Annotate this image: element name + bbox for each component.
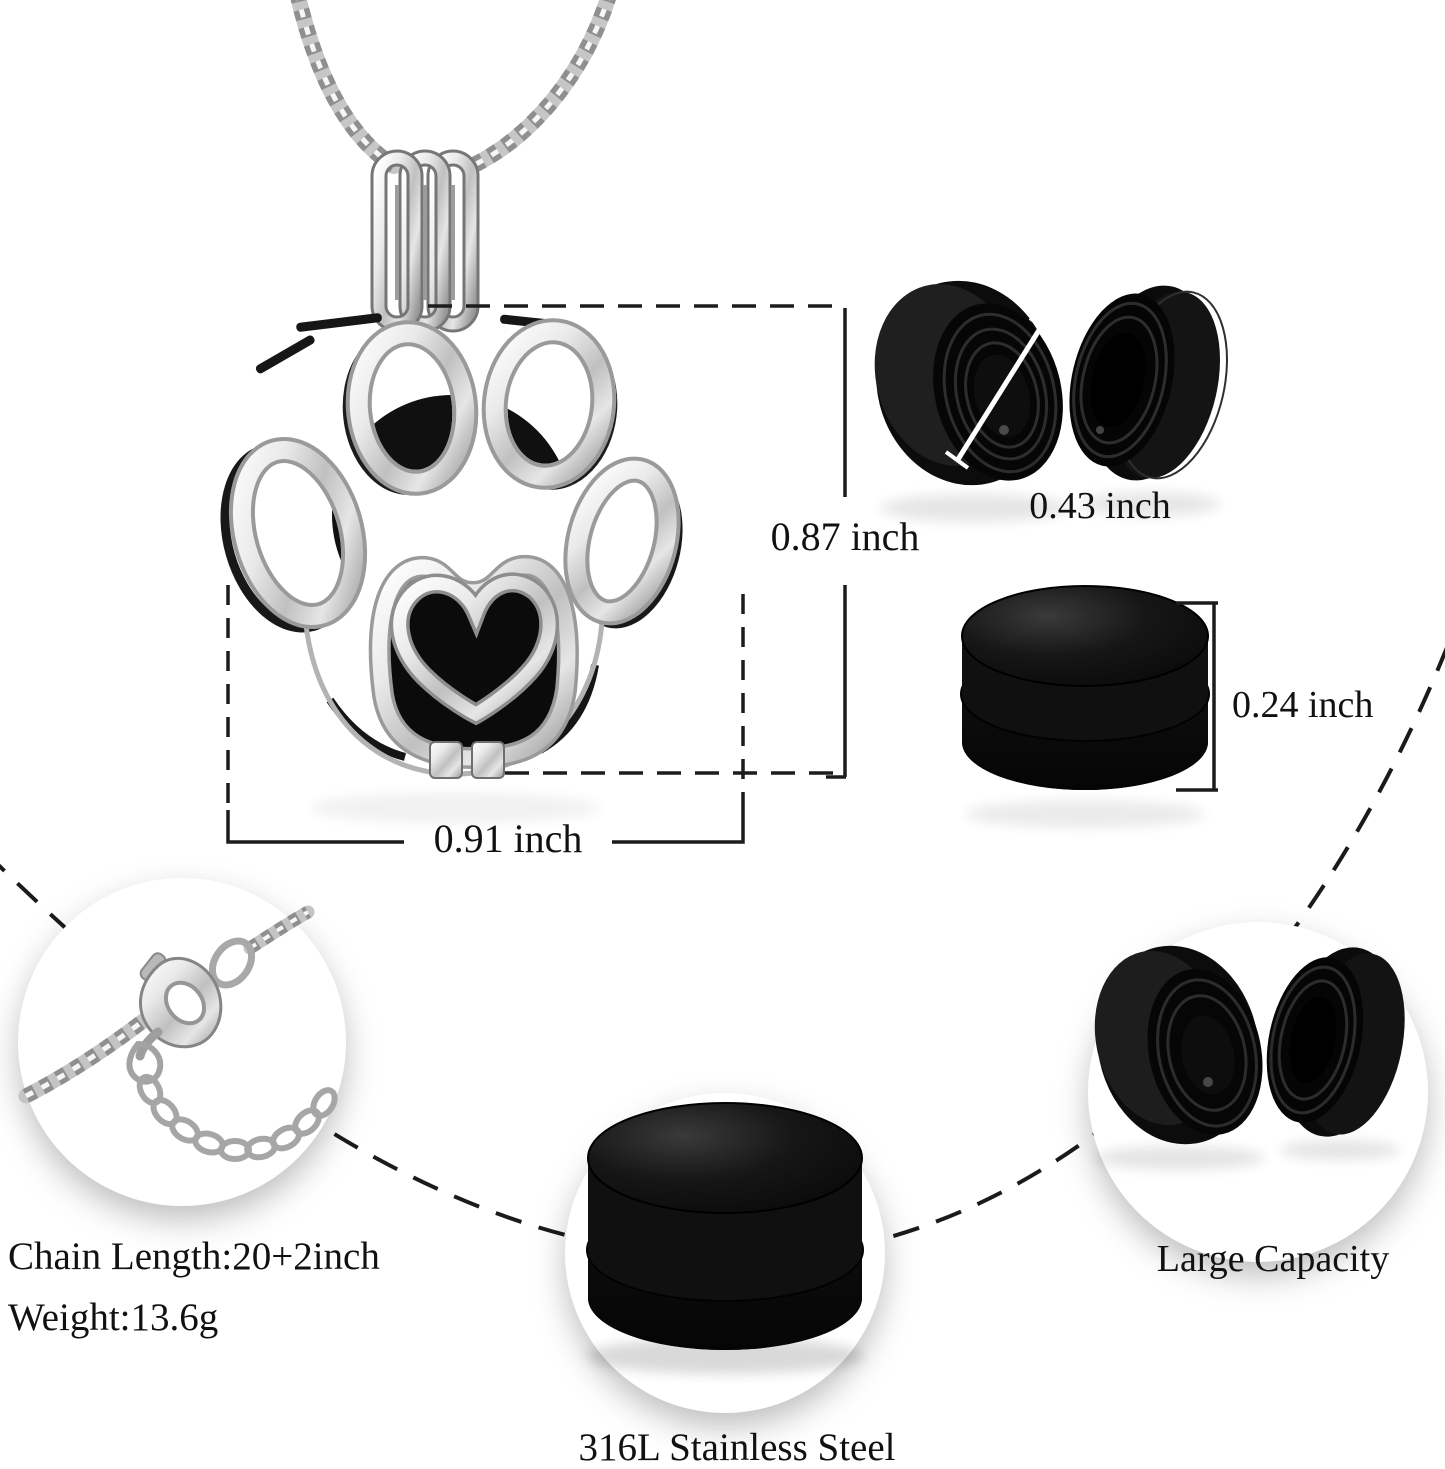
clasp-detail-badge (18, 878, 346, 1206)
paw-pendant-image (220, 313, 683, 824)
chain-link (208, 937, 256, 989)
chain-length-label: Chain Length:20+2inch (8, 1235, 380, 1278)
capacity-label: Large Capacity (1156, 1238, 1390, 1280)
necklace-chain-image (290, 0, 616, 174)
height-dimension-label: 0.87 inch (770, 514, 920, 559)
width-dimension-label: 0.91 inch (433, 816, 583, 861)
closed-capsule-large-image (586, 1102, 864, 1350)
box-chain-segment (18, 1013, 151, 1104)
height-dimension-line (428, 304, 847, 779)
box-chain-stub (243, 905, 315, 955)
paw-toe-rings (228, 318, 681, 630)
steel-capsule-badge (565, 1093, 885, 1413)
capsule-height-dimension-line (1176, 601, 1218, 792)
capsule-height-dimension-label: 0.24 inch (1232, 684, 1374, 726)
pendant-bail-image (370, 149, 480, 333)
capacity-badge (1088, 922, 1428, 1262)
pendant-hinge (429, 741, 505, 779)
closed-capsule-side-image (960, 585, 1210, 828)
weight-label: Weight:13.6g (8, 1296, 219, 1339)
open-capsule-top-image (874, 280, 1228, 522)
extension-chain-icon (136, 1073, 338, 1162)
open-capsule-bottom-image (1094, 945, 1405, 1145)
material-label: 316L Stainless Steel (578, 1426, 896, 1469)
diameter-dimension-label: 0.43 inch (1029, 485, 1171, 527)
diameter-indicator-line (944, 316, 1054, 470)
width-dimension-line (226, 585, 745, 844)
